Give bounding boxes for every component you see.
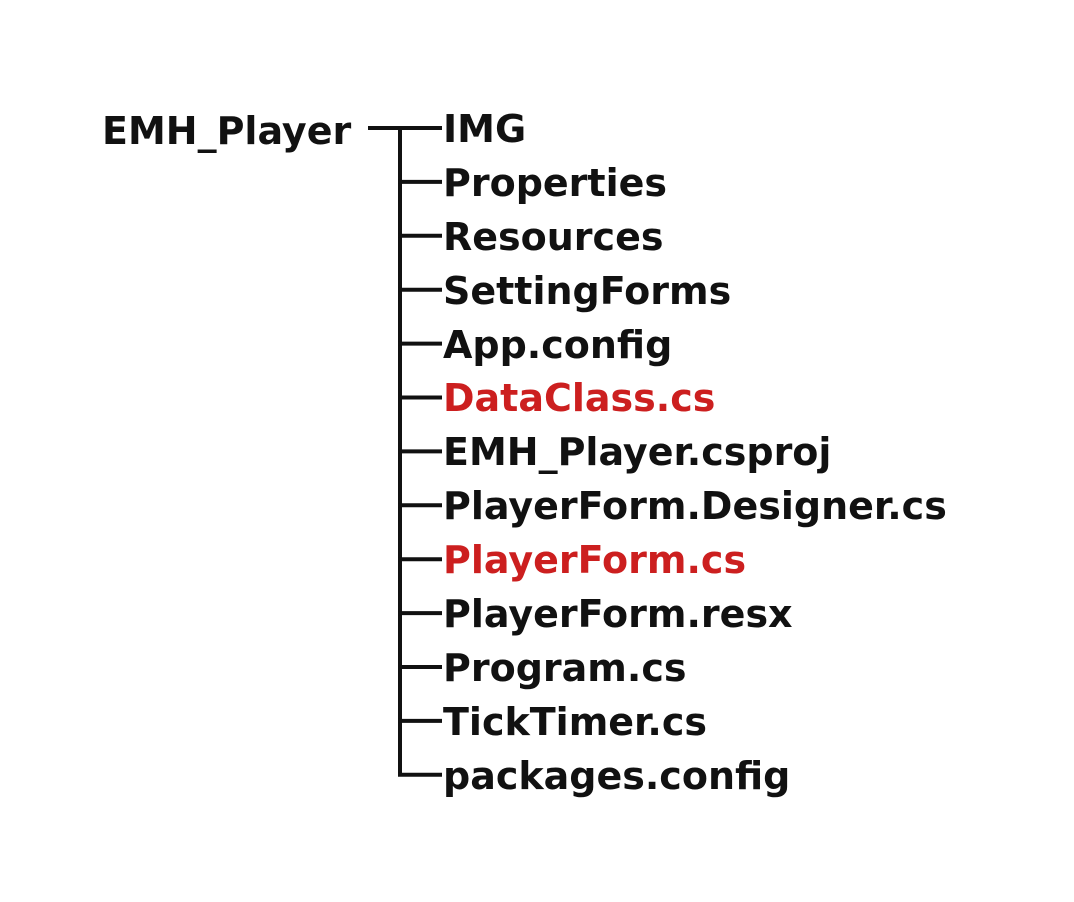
child-item: PlayerForm.cs (443, 538, 747, 583)
child-item: TickTimer.cs (443, 699, 707, 744)
branch-lines (398, 126, 442, 777)
child-item: Properties (443, 160, 667, 205)
root-folder-label: EMH_Player (102, 109, 352, 153)
child-item: IMG (443, 107, 527, 151)
child-item: SettingForms (443, 268, 732, 313)
child-item: PlayerForm.Designer.cs (443, 484, 947, 529)
child-item: EMH_Player.csproj (443, 430, 832, 475)
child-item: App.config (443, 322, 673, 367)
child-item: Resources (443, 214, 664, 259)
child-item: PlayerForm.resx (443, 592, 793, 637)
child-item: Program.cs (443, 645, 687, 690)
child-item: packages.config (443, 753, 791, 798)
child-item: DataClass.cs (443, 376, 716, 421)
